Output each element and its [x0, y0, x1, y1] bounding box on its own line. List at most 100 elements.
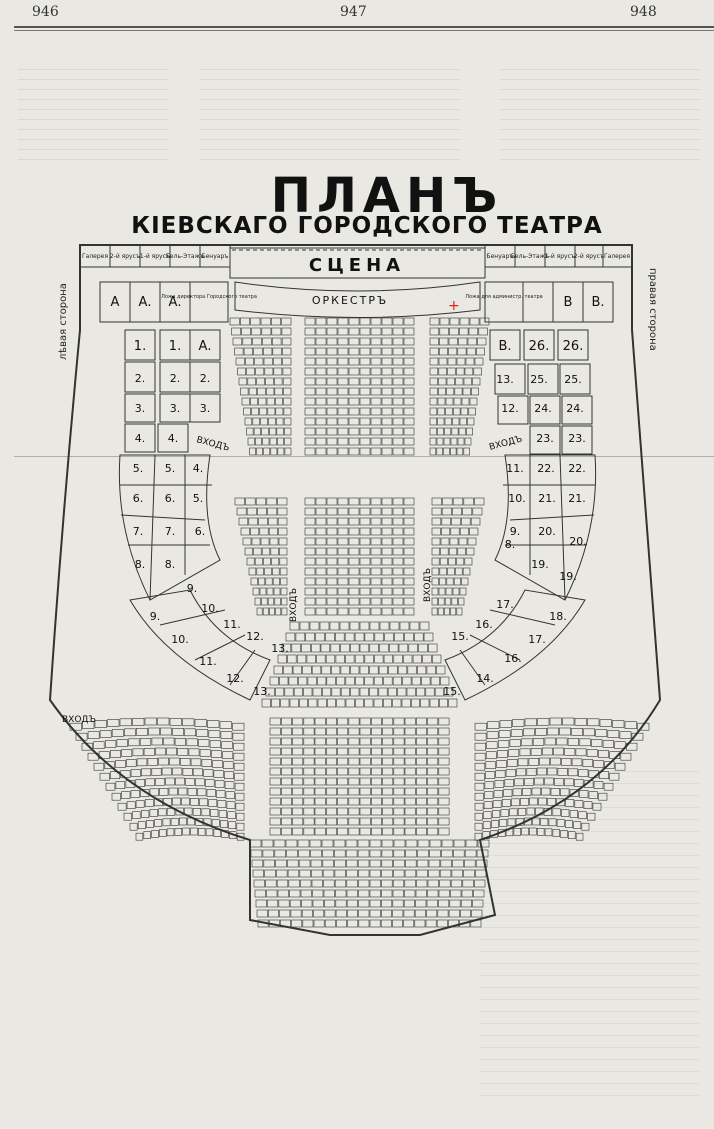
- seat: [404, 869, 417, 878]
- seat: [381, 839, 394, 848]
- seat: [337, 827, 349, 836]
- seat: [404, 817, 416, 826]
- seat: [345, 698, 355, 708]
- seat: [392, 387, 404, 396]
- seat: [464, 367, 474, 376]
- seat: [403, 547, 415, 556]
- seat: [346, 869, 358, 878]
- box-header-left-1: Галерея: [82, 253, 108, 260]
- seat: [315, 567, 327, 576]
- seat: [427, 889, 439, 898]
- seat: [205, 828, 214, 837]
- seat: [126, 759, 137, 767]
- seat: [439, 879, 451, 888]
- seat: [303, 727, 315, 736]
- seat: [337, 757, 349, 766]
- seat: [185, 777, 195, 786]
- seat: [348, 587, 360, 596]
- seat: [447, 567, 455, 576]
- seat: [523, 817, 532, 826]
- seat: [359, 577, 371, 586]
- seat: [161, 767, 172, 776]
- box-headers-left: [79, 244, 231, 268]
- seat: [431, 577, 439, 586]
- seat: [464, 557, 473, 566]
- seat: [438, 817, 450, 826]
- seat: [348, 727, 360, 736]
- seat: [303, 807, 315, 816]
- seat: [260, 317, 271, 326]
- seat: [631, 732, 644, 741]
- seat: [403, 909, 415, 918]
- seat: [163, 797, 172, 806]
- seat: [544, 828, 553, 837]
- seat: [246, 427, 254, 436]
- seat: [404, 797, 416, 806]
- seat: [392, 527, 404, 536]
- seat: [459, 317, 470, 326]
- seat: [234, 347, 244, 356]
- seat: [315, 587, 327, 596]
- seat: [269, 537, 279, 546]
- box-label-left-mid-2: 1.: [169, 339, 181, 354]
- box-number-left: 10.: [201, 602, 219, 615]
- seat: [370, 597, 382, 606]
- seat: [359, 407, 371, 416]
- seat: [348, 797, 360, 806]
- seat: [337, 607, 349, 616]
- seat: [575, 832, 584, 841]
- seat: [381, 447, 393, 456]
- seat: [190, 758, 202, 767]
- seat: [300, 879, 312, 888]
- left-boxes-block: [99, 281, 229, 453]
- seat: [303, 827, 315, 836]
- seat: [364, 698, 374, 708]
- seat: [303, 797, 315, 806]
- seat: [472, 899, 484, 908]
- seat: [383, 676, 393, 686]
- seat: [220, 731, 233, 740]
- seat: [444, 687, 454, 697]
- seat: [326, 537, 338, 546]
- seat: [208, 799, 218, 807]
- seat: [369, 869, 381, 878]
- seat: [248, 567, 257, 576]
- seat: [337, 717, 349, 726]
- seat: [304, 347, 316, 356]
- seat: [468, 327, 479, 336]
- seat: [534, 777, 544, 786]
- seat: [284, 447, 292, 456]
- seat: [598, 771, 609, 780]
- seat: [370, 397, 382, 406]
- seat: [501, 799, 511, 807]
- box-number-right: 25.: [530, 373, 548, 386]
- seat: [295, 632, 306, 642]
- seat: [392, 437, 404, 446]
- seat: [591, 739, 603, 747]
- seat: [439, 327, 449, 336]
- stall-rows: [229, 317, 490, 616]
- seat: [346, 879, 358, 888]
- seat: [292, 767, 304, 776]
- seat: [325, 807, 337, 816]
- seat: [326, 517, 338, 526]
- seat: [304, 607, 316, 616]
- seat: [382, 827, 394, 836]
- seat: [553, 747, 564, 756]
- seat: [440, 537, 450, 546]
- seat: [569, 810, 578, 818]
- seat: [359, 507, 371, 516]
- seat: [532, 737, 545, 746]
- seat: [201, 808, 210, 817]
- seat: [281, 597, 288, 606]
- seat: [370, 327, 382, 336]
- seat: [369, 899, 381, 908]
- seat: [392, 417, 404, 426]
- seat: [552, 829, 561, 837]
- seat: [381, 357, 393, 366]
- box-number-left: 4.: [135, 432, 146, 445]
- seat: [326, 527, 338, 536]
- seat: [382, 817, 394, 826]
- seat: [308, 698, 318, 708]
- seat: [392, 889, 404, 898]
